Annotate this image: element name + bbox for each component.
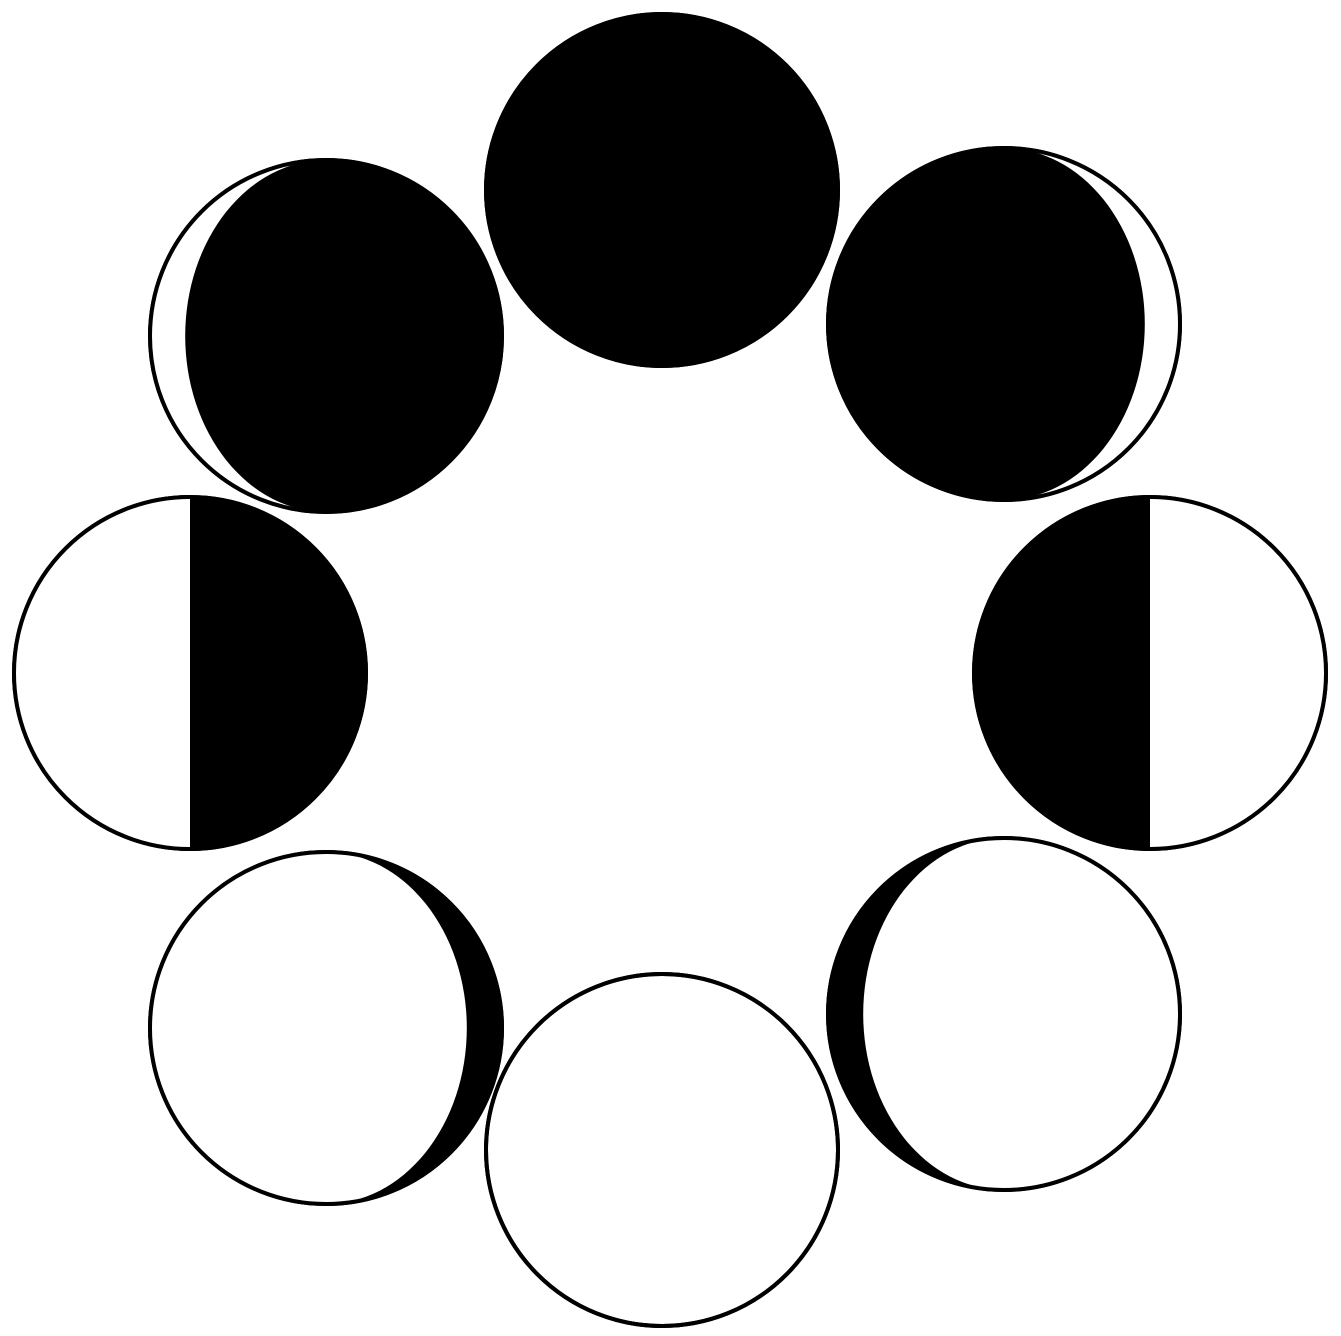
moon-phase-new-moon [486, 14, 838, 366]
moon-lit-region [863, 838, 1180, 1190]
moon-phase-last-quarter [14, 497, 366, 849]
moon-phase-full-moon [486, 974, 838, 1326]
moon-phase-waning-gibbous [150, 852, 502, 1204]
moon-phase-waxing-crescent [828, 148, 1180, 500]
moon-lit-region [14, 497, 190, 849]
moon-phase-waxing-gibbous [828, 838, 1180, 1190]
moon-phase-first-quarter [974, 497, 1326, 849]
moon-lit-region [1150, 497, 1326, 849]
moon-phase-waning-crescent [150, 160, 502, 512]
moon-lit-region [488, 976, 836, 1324]
moon-lit-region [150, 852, 467, 1204]
